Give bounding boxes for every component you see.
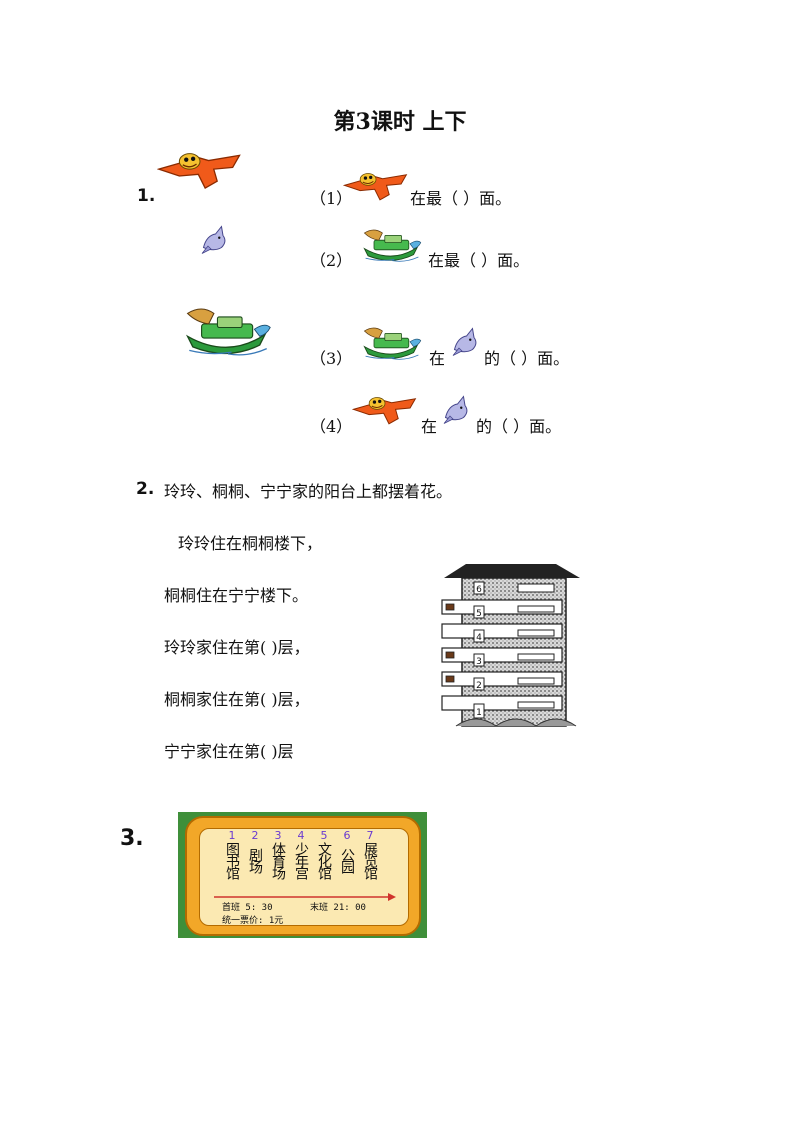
q1-item-1: （1） (310, 185, 352, 209)
bird-image (199, 222, 229, 258)
boat-icon (362, 226, 422, 264)
stop-5: 5 文化馆 (314, 830, 334, 904)
bird-icon (450, 324, 480, 360)
q2-line: 桐桐住在宁宁楼下。 (164, 586, 309, 605)
stop-number: 4 (297, 829, 305, 842)
building-illustration: 6 5 4 3 2 1 (441, 564, 580, 727)
sign-frame (185, 816, 421, 936)
q2-line: 桐桐家住在第( )层， (164, 690, 310, 709)
stop-number: 3 (274, 829, 282, 842)
stop-number: 1 (228, 829, 236, 842)
boat-image (184, 304, 272, 358)
stop-number: 7 (366, 829, 374, 842)
floor-label: 1 (476, 708, 482, 718)
item-number: （4） (310, 417, 353, 436)
item-connector: 在 (429, 349, 446, 368)
boat-icon (362, 324, 422, 362)
stop-name: 剧场 (247, 848, 263, 872)
last-bus-time: 末班 21: 00 (310, 903, 366, 913)
q2-line: 玲玲家住在第( )层， (164, 638, 310, 657)
question-2-intro: 玲玲、桐桐、宁宁家的阳台上都摆着花。 (164, 482, 453, 501)
question-2-number: 2. (136, 479, 155, 499)
stop-name: 文化馆 (316, 842, 332, 878)
sign-board (199, 828, 409, 926)
plane-icon (352, 392, 418, 428)
stop-1: 1 图书馆 (222, 830, 242, 904)
item-connector: 在 (421, 417, 438, 436)
stop-number: 6 (343, 829, 351, 842)
stop-name: 图书馆 (224, 842, 240, 878)
item-text: 在最（ ）面。 (410, 189, 512, 208)
q2-line: 玲玲住在桐桐楼下， (178, 534, 323, 553)
item-number: （1） (310, 189, 353, 208)
question-3-number: 3. (120, 826, 144, 851)
stop-name: 公园 (339, 848, 355, 872)
stop-4: 4 少年宫 (291, 830, 311, 904)
stop-name: 少年宫 (293, 842, 309, 878)
stop-7: 7 展览馆 (360, 830, 380, 904)
stop-name: 体育场 (270, 842, 286, 878)
stop-2: 2 剧场 (245, 830, 265, 904)
route-arrow (214, 893, 396, 901)
item-text: 在最（ ）面。 (428, 251, 530, 270)
item-text: 的（ ）面。 (484, 349, 570, 368)
stop-3: 3 体育场 (268, 830, 288, 904)
floor-label: 3 (476, 657, 482, 667)
item-text: 的（ ）面。 (476, 417, 562, 436)
stop-number: 5 (320, 829, 328, 842)
stop-name: 展览馆 (362, 842, 378, 878)
item-number: （2） (310, 251, 353, 270)
plane-icon (343, 168, 409, 204)
item-number: （3） (310, 349, 353, 368)
question-1-number: 1. (137, 186, 156, 206)
bird-icon (441, 392, 471, 428)
first-bus-time: 首班 5: 30 (222, 903, 273, 913)
bus-route-sign: 1 图书馆 2 剧场 3 体育场 4 少年宫 5 文化馆 6 公园 7 展览馆 … (178, 812, 427, 938)
floor-label: 6 (476, 585, 482, 595)
page-title: 第3课时 上下 (333, 109, 467, 135)
stop-6: 6 公园 (337, 830, 357, 904)
floor-label: 4 (476, 633, 482, 643)
floor-label: 2 (476, 681, 482, 691)
stop-number: 2 (251, 829, 259, 842)
q2-line: 宁宁家住在第( )层 (164, 742, 294, 761)
fare-text: 统一票价: 1元 (222, 916, 284, 926)
floor-label: 5 (476, 609, 482, 619)
plane-image (157, 146, 243, 194)
